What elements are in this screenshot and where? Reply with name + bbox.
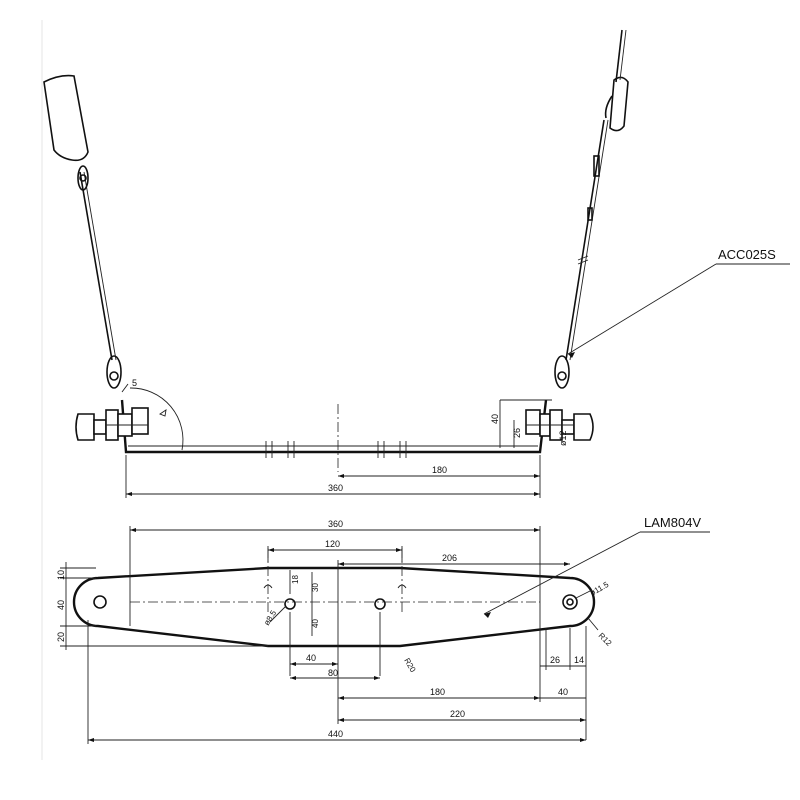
plan-dim-40-left: 40 [56, 600, 66, 610]
callout-lam804v-label: LAM804V [644, 515, 701, 530]
front-dim-360: 360 [328, 483, 343, 493]
front-dim-180: 180 [432, 465, 447, 475]
plan-dim-180: 180 [430, 687, 445, 697]
plan-dim-206: 206 [442, 553, 457, 563]
front-dim-40: 40 [490, 414, 500, 424]
plate-outline [72, 566, 596, 648]
plan-dim-40-mid: 40 [311, 619, 320, 628]
callout-acc025s-label: ACC025S [718, 247, 776, 262]
plan-dim-220: 220 [450, 709, 465, 719]
plan-dim-80: 80 [328, 668, 338, 678]
plan-dim-14: 14 [574, 655, 584, 665]
right-cable [565, 119, 605, 361]
plan-dim-r12: R12 [597, 631, 614, 648]
plan-dim-120: 120 [325, 539, 340, 549]
plan-dim-40-bottom: 40 [306, 653, 316, 663]
plan-dim-10: 10 [56, 570, 66, 580]
callout-acc025s: ACC025S [567, 247, 790, 358]
left-cable-eye-bottom [106, 355, 122, 389]
plate-hole-mid-right [374, 598, 386, 610]
front-view: 5 40 26 ø12 180 360 [43, 29, 629, 498]
right-handle [609, 76, 629, 132]
left-cable-eye-top [77, 165, 89, 191]
left-knob [75, 407, 149, 441]
plate-hole-end-left [93, 595, 107, 609]
right-cable-eye-bottom [554, 355, 570, 389]
front-dim-26: 26 [512, 428, 522, 438]
plan-dim-r20: R20 [402, 657, 417, 675]
plan-dim-20: 20 [56, 632, 66, 642]
left-cable [79, 171, 113, 361]
angle-arc [129, 387, 184, 451]
plan-view: 360 120 206 10 40 20 18 30 40 ø8.5 ø11.5… [56, 519, 614, 744]
plan-dim-18: 18 [291, 575, 300, 584]
plan-dim-26: 26 [550, 655, 560, 665]
plan-dim-30: 30 [311, 583, 320, 592]
angle-dim: 5 [132, 378, 137, 388]
front-bar [120, 399, 548, 454]
bar-hole-marks [265, 441, 407, 458]
plate-hole-end-right [562, 594, 578, 610]
plan-dim-phi85: ø8.5 [262, 608, 278, 627]
left-handle [43, 74, 89, 162]
plan-dim-40-right: 40 [558, 687, 568, 697]
plan-dim-440: 440 [328, 729, 343, 739]
plan-dim-360: 360 [328, 519, 343, 529]
callout-lam804v: LAM804V [483, 515, 710, 618]
plate-hole-mid-left [284, 598, 296, 610]
plan-dim-phi115: ø11.5 [589, 580, 611, 598]
right-knob [525, 409, 594, 441]
right-handle-rod [615, 29, 623, 83]
front-dim-phi12: ø12 [558, 430, 568, 446]
